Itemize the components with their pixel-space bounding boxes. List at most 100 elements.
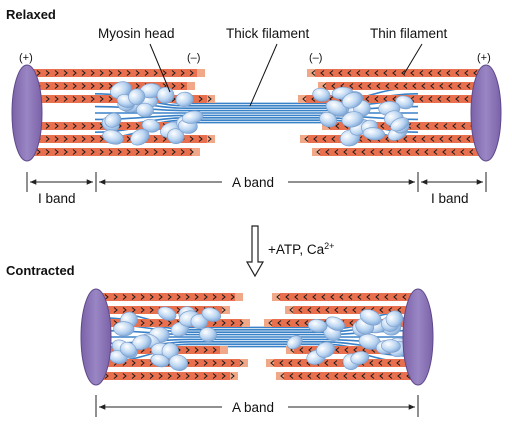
contracted-heading: Contracted — [6, 263, 75, 278]
myosin-head — [325, 316, 345, 331]
thin-filament-tip — [298, 95, 306, 103]
thin-filament-tip — [222, 306, 230, 314]
relaxed-myosin-heads — [101, 81, 414, 147]
i-band-label-right: I band — [431, 191, 469, 206]
myosin-head — [359, 309, 382, 326]
thin-filament-body — [285, 306, 414, 314]
thin-filament-chevrons — [311, 70, 478, 76]
thin-filament-tip — [264, 319, 272, 327]
thin-filament-left — [32, 148, 200, 156]
thin-filament-tip — [272, 293, 280, 301]
contracted-myosin-heads — [108, 306, 410, 371]
thin-filament-body — [100, 372, 238, 380]
thick-filament-label: Thick filament — [226, 26, 310, 41]
thin-filament-tip — [285, 306, 293, 314]
myosin-head — [312, 87, 331, 102]
thin-filament-body — [272, 293, 414, 301]
thin-filament-tip — [220, 346, 228, 354]
relaxed-panel: Relaxed (+) (–) (–) (+) Myosin head Thic… — [6, 7, 502, 206]
transition: +ATP, Ca2+ — [245, 225, 334, 278]
left-z-disc — [11, 64, 43, 162]
a-band-label-relaxed: A band — [232, 175, 274, 190]
thin-filament-tip — [240, 359, 248, 367]
thin-filament-tip — [318, 82, 326, 90]
contracted-panel: Contracted A band — [6, 263, 434, 417]
myosin-head — [141, 118, 161, 133]
thin-filament-body — [286, 346, 414, 354]
myosin-head — [190, 313, 209, 330]
thin-filament-right — [307, 69, 482, 77]
myosin-head — [168, 354, 188, 371]
myosin-head — [341, 92, 363, 109]
thin-filament-body — [307, 69, 482, 77]
myosin-head — [150, 353, 170, 368]
thin-filament-chevrons — [322, 83, 471, 89]
thin-filament-tip — [187, 82, 195, 90]
myosin-head — [385, 310, 404, 328]
thin-filament-tip — [276, 372, 284, 380]
myosin-head — [390, 117, 409, 132]
myosin-head-leader — [149, 43, 171, 93]
right-z-disc — [470, 64, 502, 162]
i-band-label-left: I band — [38, 191, 76, 206]
thin-filament-body — [266, 359, 414, 367]
thin-filament-tip — [286, 346, 294, 354]
plus-label-right: (+) — [477, 52, 491, 64]
myosin-head-label: Myosin head — [98, 26, 175, 41]
myosin-head — [181, 110, 204, 124]
myosin-head — [102, 129, 124, 145]
left-z-disc-contracted — [80, 288, 112, 386]
myosin-head — [128, 88, 146, 105]
thin-filament-body — [318, 82, 482, 90]
myosin-head — [136, 102, 154, 118]
right-z-disc-contracted — [402, 288, 434, 386]
myosin-head — [319, 111, 338, 128]
relaxed-heading: Relaxed — [6, 7, 56, 22]
thin-filament-tip — [242, 319, 250, 327]
myosin-head — [381, 339, 401, 353]
myosin-head — [167, 128, 185, 145]
thin-filament-chevrons — [36, 70, 194, 76]
myosin-head — [362, 127, 386, 141]
thin-filament-right — [276, 372, 414, 380]
myosin-head — [341, 111, 364, 128]
thin-filament-chevrons — [280, 373, 411, 379]
thin-filament-body — [276, 372, 414, 380]
thick-filament-strand — [99, 345, 415, 364]
myosin-head — [113, 321, 135, 337]
thin-filament-body — [100, 319, 250, 327]
myosin-head — [119, 341, 137, 358]
thin-filament-body — [32, 69, 205, 77]
thin-filament-tip — [307, 69, 315, 77]
myosin-head — [199, 327, 217, 343]
transition-label: +ATP, Ca2+ — [268, 241, 334, 257]
thin-filament-tip — [192, 148, 200, 156]
myosin-head — [175, 91, 194, 107]
thin-filament-tip — [312, 148, 320, 156]
thin-filament-tip — [300, 135, 308, 143]
thin-filament-right — [272, 293, 414, 301]
thin-filament-tip — [197, 69, 205, 77]
myosin-head — [307, 318, 328, 333]
a-band-label-contracted: A band — [232, 400, 274, 415]
minus-label-left: (–) — [187, 52, 200, 64]
thin-filament-chevrons — [104, 294, 235, 300]
thin-filament-left — [32, 69, 205, 77]
thin-filament-left — [100, 293, 243, 301]
minus-label-right: (–) — [309, 52, 322, 64]
myosin-head — [201, 307, 222, 322]
myosin-head — [104, 112, 122, 128]
thin-filament-leader — [403, 43, 423, 75]
thin-filament-right — [312, 148, 482, 156]
myosin-head — [350, 351, 370, 365]
thick-filament-leader — [249, 43, 278, 107]
thin-filament-body — [32, 148, 200, 156]
thin-filament-chevrons — [276, 294, 407, 300]
thin-filament-body — [298, 95, 482, 103]
thin-filament-tip — [266, 359, 274, 367]
myosin-head — [130, 128, 150, 146]
myosin-head — [286, 335, 303, 350]
myosin-head — [395, 95, 414, 110]
thin-filament-right — [318, 82, 482, 90]
